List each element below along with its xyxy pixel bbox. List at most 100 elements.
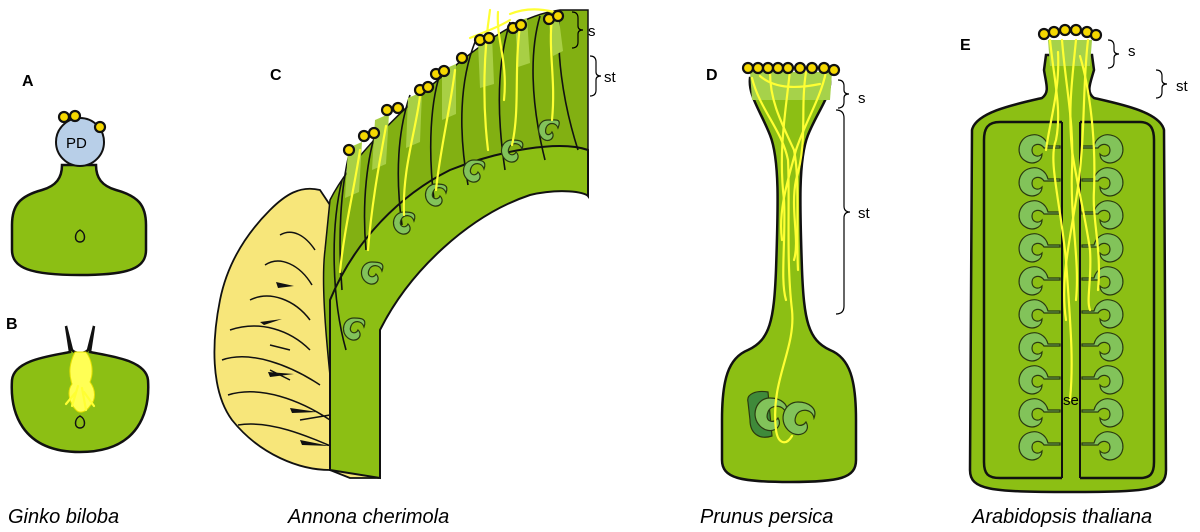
ovule xyxy=(1018,398,1061,428)
panel-c: C xyxy=(213,8,617,480)
pollen-grain xyxy=(1058,23,1072,37)
arabidopsis-pollen-grains xyxy=(1037,23,1103,42)
label-st: st xyxy=(1176,78,1189,95)
label-st: st xyxy=(604,69,617,86)
pollen-tube xyxy=(758,74,822,89)
bracket-st xyxy=(589,55,602,97)
pollen-tube xyxy=(792,70,808,262)
pollen-grain xyxy=(817,61,831,75)
ginkgo-ovule-a xyxy=(10,163,148,277)
ovule-a-nucellus xyxy=(74,229,86,243)
pollen-tube xyxy=(1048,38,1073,402)
pollen-grain xyxy=(751,61,765,75)
species-label-annona: Annona cherimola xyxy=(287,506,449,528)
species-label-arabidopsis: Arabidopsis thaliana xyxy=(971,506,1152,528)
pollen-grain xyxy=(437,64,451,78)
ovule xyxy=(1018,299,1061,329)
ovule xyxy=(1081,431,1124,461)
bracket-st xyxy=(1155,69,1168,99)
ovule xyxy=(1081,167,1124,197)
ovule xyxy=(1081,266,1124,296)
ovule xyxy=(1018,431,1061,461)
arabidopsis-ovules xyxy=(1018,134,1124,461)
ovule xyxy=(1018,233,1061,263)
label-s: s xyxy=(858,90,866,107)
ovule xyxy=(1081,233,1124,263)
pollen-grain xyxy=(342,143,356,157)
pollen-grain xyxy=(93,120,107,134)
pollen-grain xyxy=(391,101,405,115)
pollen-grain xyxy=(68,109,82,123)
pollen-grain xyxy=(793,61,807,75)
ovule xyxy=(1081,398,1124,428)
bracket-s xyxy=(837,79,850,109)
bracket-s xyxy=(571,11,584,49)
panel-c-letter: C xyxy=(270,67,282,84)
ovule xyxy=(1018,200,1061,230)
prunus-pollen-tubes xyxy=(750,68,828,444)
pollination-drop-label: PD xyxy=(66,135,87,152)
ovule xyxy=(462,159,486,183)
pollen-tube xyxy=(1060,38,1079,302)
pollen-grain xyxy=(380,103,394,117)
ovule xyxy=(342,317,366,341)
panel-d: D s st xyxy=(706,61,871,484)
label-st: st xyxy=(858,205,871,222)
pollen-tube xyxy=(549,16,555,122)
pollen-grain xyxy=(482,31,496,45)
pollen-tube xyxy=(434,68,457,192)
panel-e: E se s st xyxy=(960,23,1189,494)
pollen-grain xyxy=(761,61,775,75)
pollen-grain xyxy=(57,110,71,124)
label-se: se xyxy=(1063,392,1079,409)
ovule xyxy=(1018,167,1061,197)
septum xyxy=(1061,122,1081,478)
panel-b: B xyxy=(6,316,150,454)
pollen-tube xyxy=(510,24,522,147)
pollen-grain xyxy=(455,51,469,65)
pollen-grain xyxy=(741,61,755,75)
panel-d-letter: D xyxy=(706,67,718,84)
panel-a: A PD xyxy=(10,73,148,277)
ovule xyxy=(1018,365,1061,395)
pollen-grain xyxy=(1089,28,1103,42)
pollen-grain xyxy=(1069,23,1083,37)
ovule xyxy=(424,183,448,207)
ovule xyxy=(1018,134,1061,164)
arabidopsis-pollen-tubes xyxy=(1044,38,1101,402)
panel-b-letter: B xyxy=(6,316,18,333)
pollen-grain xyxy=(781,61,795,75)
ovule xyxy=(1081,365,1124,395)
pollen-tube xyxy=(1063,38,1090,322)
ovule xyxy=(1081,134,1124,164)
pollen-grain xyxy=(771,61,785,75)
valve-right xyxy=(1080,120,1156,480)
pollen-tube xyxy=(780,70,828,242)
panel-e-letter: E xyxy=(960,37,971,54)
pollen-grain xyxy=(1037,27,1051,41)
ovule xyxy=(1081,299,1124,329)
prunus-pollen-grains xyxy=(741,61,841,77)
pollen-tube xyxy=(64,384,96,412)
pollen-grain xyxy=(551,9,565,23)
ovule xyxy=(782,401,816,436)
ovule xyxy=(1018,266,1061,296)
pollen-grain xyxy=(367,126,381,140)
species-label-ginkgo: Ginko biloba xyxy=(8,506,119,528)
ovule xyxy=(392,211,416,235)
pollen-tube xyxy=(768,70,800,272)
pollen-tube xyxy=(366,124,388,252)
label-s: s xyxy=(588,23,596,40)
annona-pollen-grains xyxy=(342,9,565,157)
bracket-st xyxy=(835,109,851,315)
ovule-b-nucellus xyxy=(74,415,86,429)
ovule xyxy=(538,119,560,142)
species-label-prunus: Prunus persica xyxy=(700,506,833,528)
pollen-tube xyxy=(483,8,506,152)
ovule xyxy=(1081,332,1124,362)
ovule xyxy=(1081,200,1124,230)
pollen-tube xyxy=(338,148,362,274)
valve-left xyxy=(982,120,1062,480)
pollen-grain xyxy=(1047,25,1061,39)
